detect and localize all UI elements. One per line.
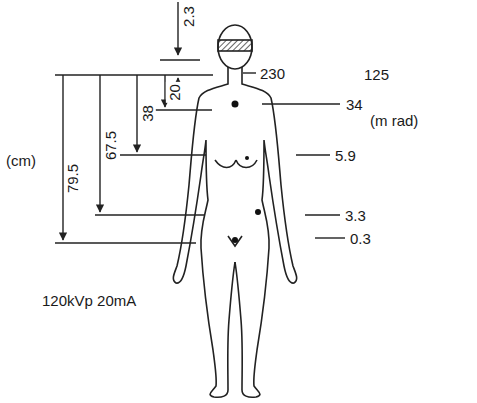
dimension-value: 20 (166, 82, 183, 103)
dimension-value: 67.5 (102, 128, 119, 161)
dimension-lines (55, 2, 345, 243)
dose-points (232, 101, 262, 244)
unit-label: (m rad) (368, 112, 420, 129)
dose-value: 125 (362, 66, 391, 83)
dimension-value: 2.3 (179, 4, 196, 29)
body-outline (173, 25, 296, 397)
dimension-value: 79.5 (64, 161, 81, 194)
dose-value: 34 (344, 96, 365, 113)
dose-value: 0.3 (348, 230, 373, 247)
dimension-value: 38 (139, 103, 156, 124)
dose-value: 230 (258, 65, 287, 82)
exposure-condition: 120kVp 20mA (40, 292, 138, 309)
dose-value: 5.9 (333, 147, 358, 164)
unit-label: (cm) (4, 152, 38, 169)
dose-value: 3.3 (343, 207, 368, 224)
